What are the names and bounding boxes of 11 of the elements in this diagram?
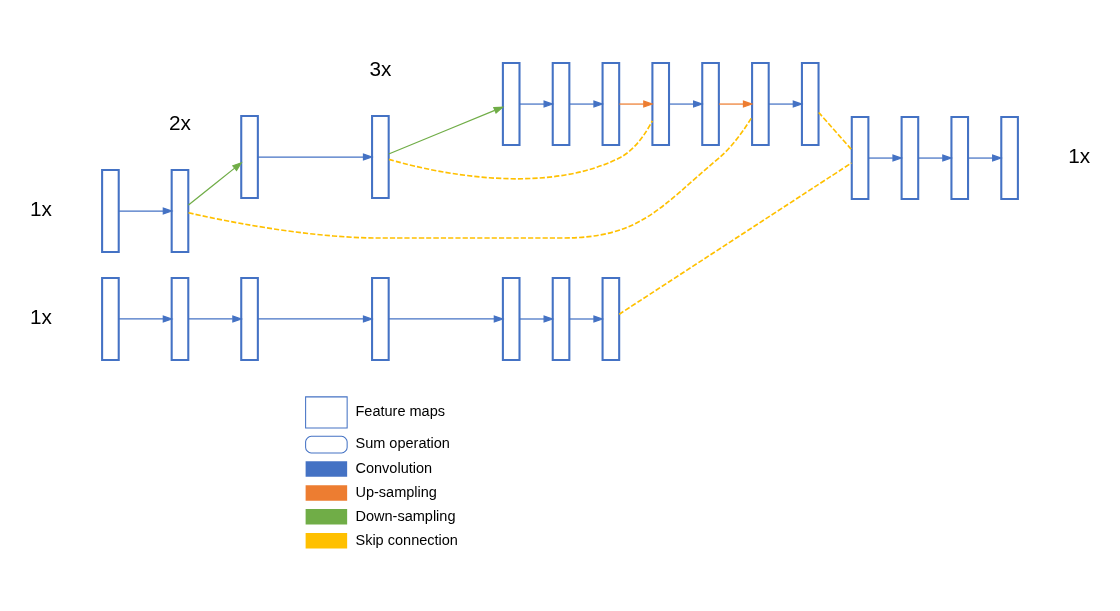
label: 3x — [369, 57, 392, 81]
legend-label: Convolution — [355, 459, 433, 476]
label: 1x — [29, 305, 52, 329]
legend-label: Sum operation — [355, 435, 450, 452]
legend-label: Skip connection — [355, 531, 458, 548]
label: 1x — [1068, 144, 1091, 168]
legend-label: Down-sampling — [355, 507, 456, 524]
label: 2x — [169, 111, 191, 135]
legend-label: Feature maps — [355, 403, 446, 420]
legend-label: Up-sampling — [355, 483, 437, 500]
label: 1x — [29, 197, 52, 221]
